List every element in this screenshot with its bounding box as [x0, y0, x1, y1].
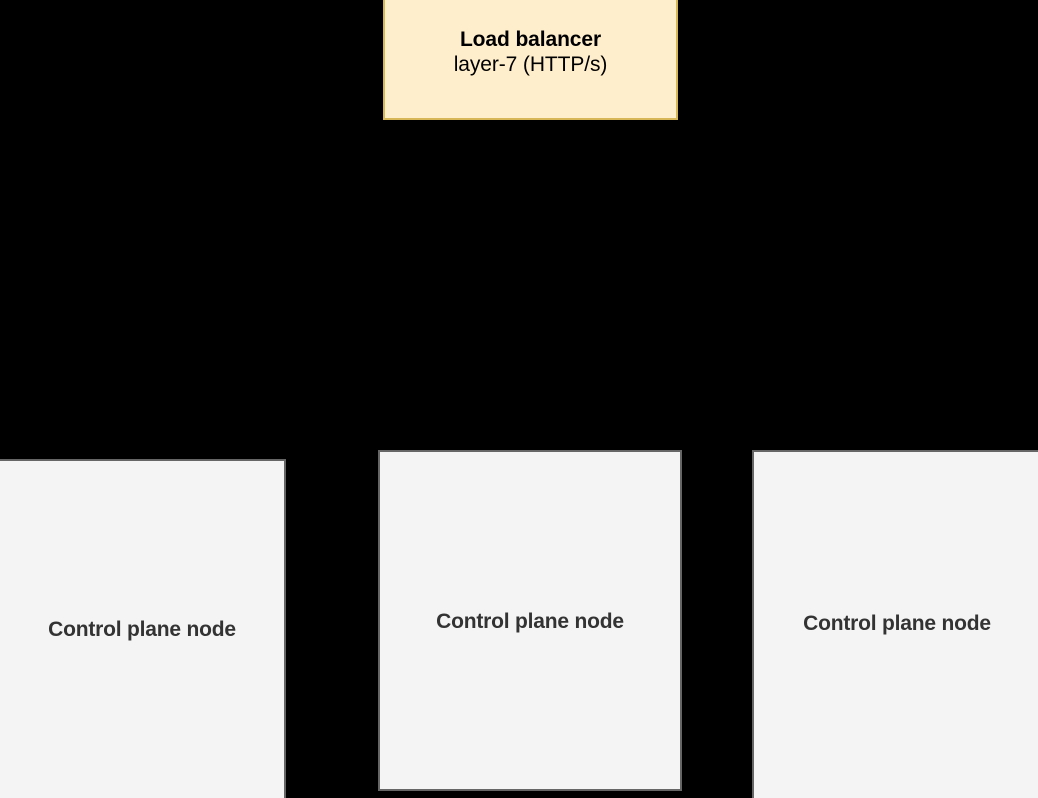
load-balancer-subtitle: layer-7 (HTTP/s): [453, 53, 608, 76]
control-plane-3-label: Control plane node: [803, 612, 991, 635]
node-load-balancer[interactable]: Load balancer layer-7 (HTTP/s): [383, 0, 678, 120]
node-control-plane-3[interactable]: Control plane node: [752, 450, 1038, 798]
control-plane-2-label: Control plane node: [436, 610, 624, 633]
node-control-plane-1[interactable]: Control plane node: [0, 459, 286, 798]
node-control-plane-2[interactable]: Control plane node: [378, 450, 682, 791]
load-balancer-title: Load balancer: [459, 28, 602, 52]
control-plane-1-label: Control plane node: [48, 618, 236, 641]
